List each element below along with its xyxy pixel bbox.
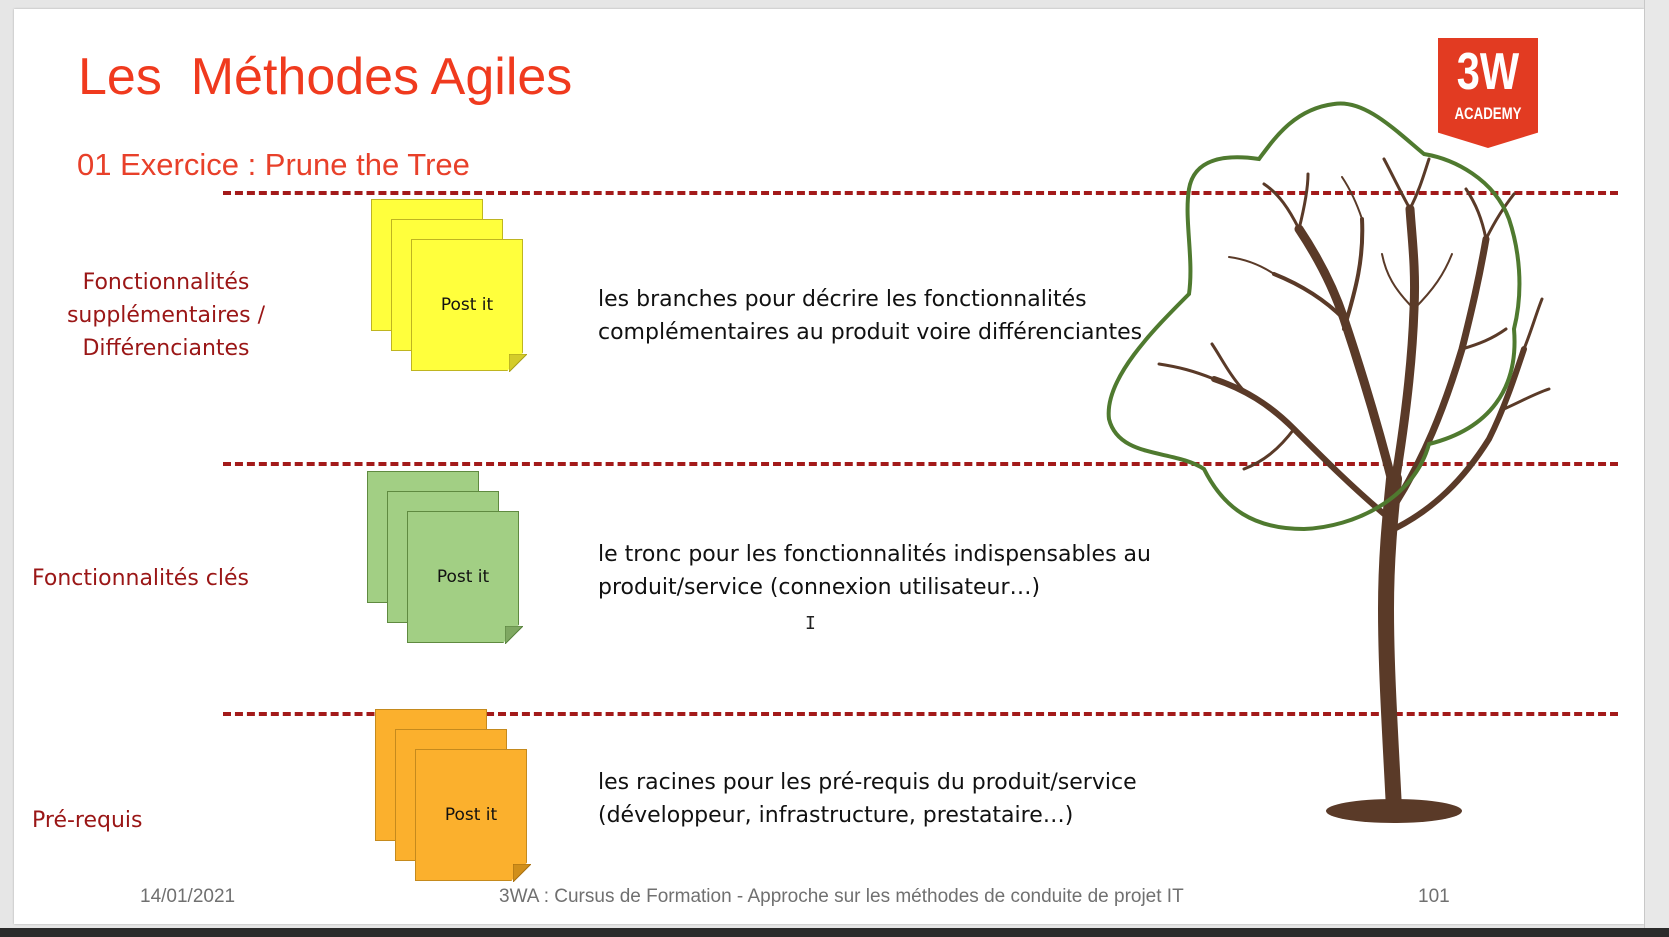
post-it-fold-icon bbox=[513, 864, 531, 882]
description-roots: les racines pour les pré-requis du produ… bbox=[598, 770, 1137, 828]
logo-text-academy: ACADEMY bbox=[1454, 104, 1522, 123]
post-it-fold-icon bbox=[505, 626, 523, 644]
logo-text-3w: 3W bbox=[1456, 43, 1520, 101]
post-it-label: Post it bbox=[444, 805, 498, 825]
dashed-separator-middle bbox=[223, 462, 1618, 466]
post-it-label: Post it bbox=[440, 295, 494, 315]
post-it-stack-yellow: Post it bbox=[371, 199, 531, 384]
taskbar-strip bbox=[0, 928, 1669, 937]
footer-page-number: 101 bbox=[1418, 886, 1450, 907]
dashed-separator-top bbox=[223, 191, 1618, 195]
description-branches: les branches pour décrire les fonctionna… bbox=[598, 287, 1143, 345]
dashed-separator-bottom bbox=[223, 712, 1618, 716]
post-it-note: Post it bbox=[407, 511, 519, 643]
post-it-stack-orange: Post it bbox=[375, 709, 535, 894]
tree-icon bbox=[1106, 101, 1551, 823]
logo-shield bbox=[1438, 38, 1538, 148]
category-prerequisites: Pré-requis bbox=[32, 808, 143, 833]
3w-academy-logo: 3W ACADEMY bbox=[1438, 38, 1538, 148]
text-cursor-icon: I bbox=[805, 613, 816, 634]
post-it-label: Post it bbox=[436, 567, 490, 587]
category-differentiating: Fonctionnalités supplémentaires / Différ… bbox=[66, 270, 266, 361]
post-it-note: Post it bbox=[411, 239, 523, 371]
presentation-slide: Les Méthodes Agiles 01 Exercice : Prune … bbox=[14, 9, 1644, 924]
slide-title: Les Méthodes Agiles bbox=[78, 48, 573, 106]
post-it-stack-green: Post it bbox=[367, 471, 527, 656]
window-edge bbox=[1644, 0, 1669, 937]
slide-subtitle: 01 Exercice : Prune the Tree bbox=[77, 147, 470, 182]
footer-course-title: 3WA : Cursus de Formation - Approche sur… bbox=[499, 886, 1184, 907]
description-trunk: le tronc pour les fonctionnalités indisp… bbox=[598, 542, 1151, 600]
post-it-note: Post it bbox=[415, 749, 527, 881]
footer-date: 14/01/2021 bbox=[140, 886, 236, 907]
category-key-features: Fonctionnalités clés bbox=[32, 566, 249, 591]
post-it-fold-icon bbox=[509, 354, 527, 372]
